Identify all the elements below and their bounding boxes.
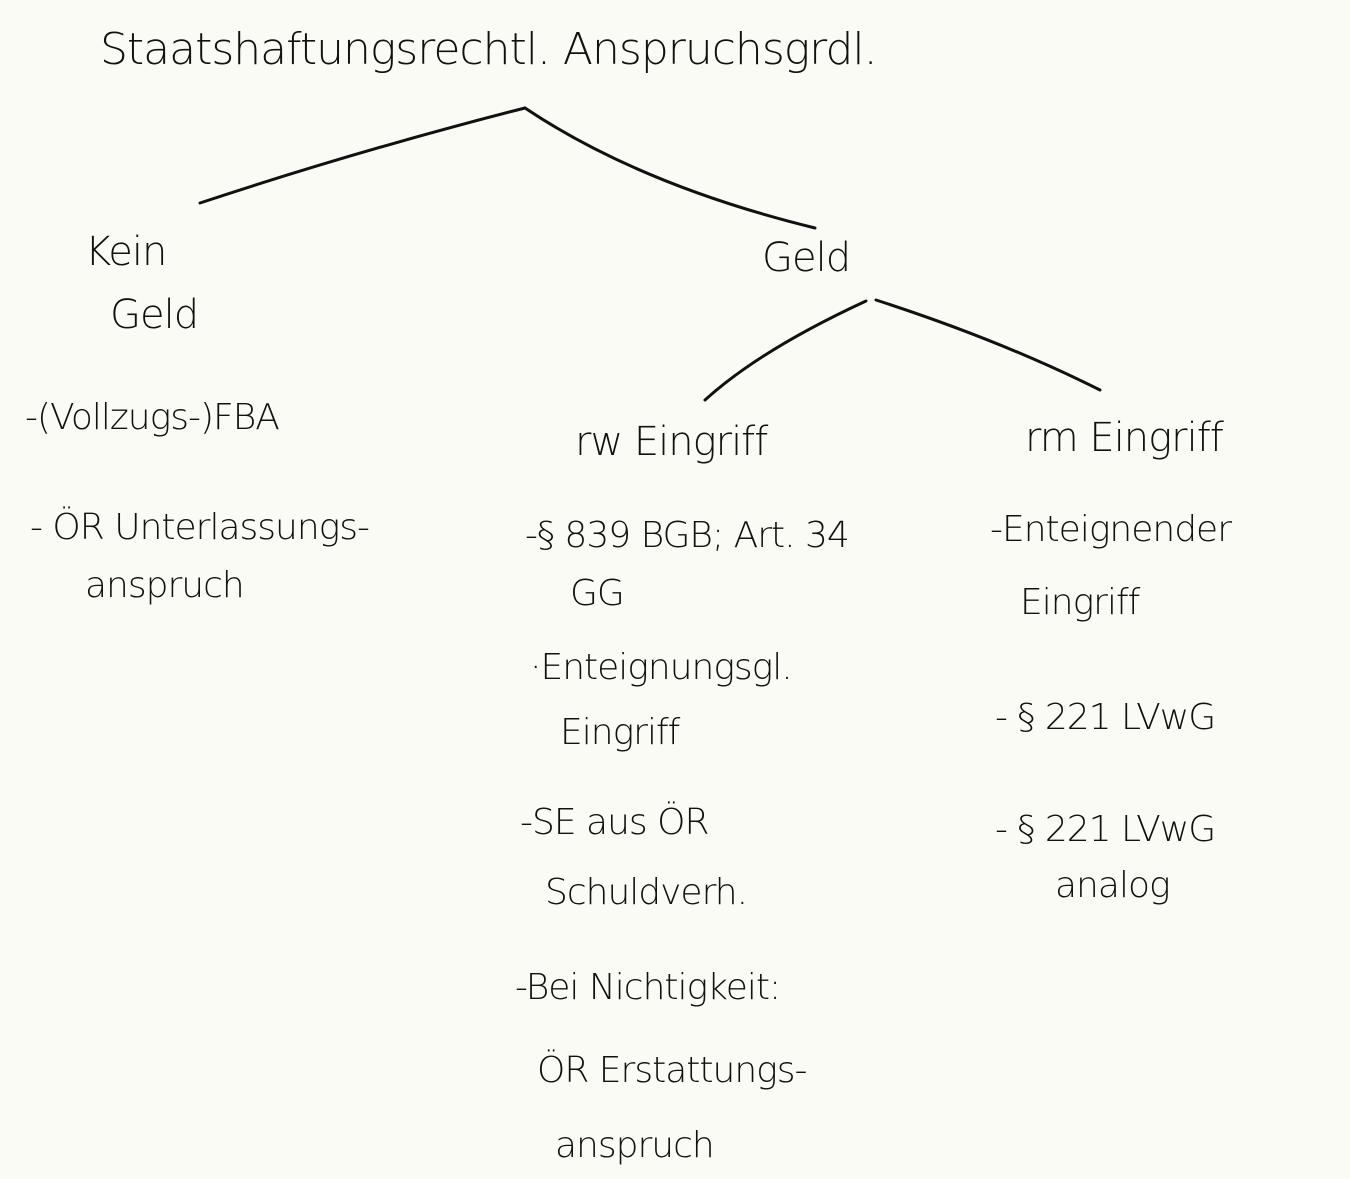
rm-item-221-analog-cont: analog <box>1055 865 1171 906</box>
rw-item-se: -SE aus ÖR <box>520 802 709 843</box>
edge-root-geld <box>523 106 817 230</box>
node-geld: Geld <box>762 235 851 281</box>
rw-item-839-cont: GG <box>570 573 625 614</box>
edge-root-kein-geld <box>198 106 527 205</box>
edge-geld-rw <box>703 299 868 402</box>
rw-item-enteignungsgl-cont: Eingriff <box>560 712 680 753</box>
rw-item-se-cont: Schuldverh. <box>545 872 748 913</box>
node-kein-geld-line2: Geld <box>110 292 199 338</box>
rm-item-221: - § 221 LVwG <box>995 697 1216 738</box>
rw-item-enteignungsgl: ·Enteignungsgl. <box>530 647 793 688</box>
node-rm-eingriff: rm Eingriff <box>1025 415 1224 461</box>
kein-geld-item-unterlassung: - ÖR Unterlassungs- <box>30 507 370 548</box>
node-kein-geld-line1: Kein <box>85 229 167 275</box>
rm-item-221-analog: - § 221 LVwG <box>995 809 1216 850</box>
rw-item-nichtigkeit-cont2: anspruch <box>555 1125 715 1166</box>
rm-item-enteignender: -Enteignender <box>990 509 1232 550</box>
node-rw-eingriff: rw Eingriff <box>575 419 768 465</box>
edge-geld-rm <box>874 298 1102 392</box>
rw-item-nichtigkeit-cont1: ÖR Erstattungs- <box>537 1050 807 1091</box>
diagram-title: Staatshaftungsrechtl. Anspruchsgrdl. <box>100 24 878 75</box>
rw-item-839: -§ 839 BGB; Art. 34 <box>525 515 850 556</box>
kein-geld-item-unterlassung-cont: anspruch <box>85 565 245 606</box>
rw-item-nichtigkeit: -Bei Nichtigkeit: <box>515 967 781 1008</box>
rm-item-enteignender-cont: Eingriff <box>1020 582 1140 623</box>
kein-geld-item-fba: -(Vollzugs-)FBA <box>25 397 280 438</box>
